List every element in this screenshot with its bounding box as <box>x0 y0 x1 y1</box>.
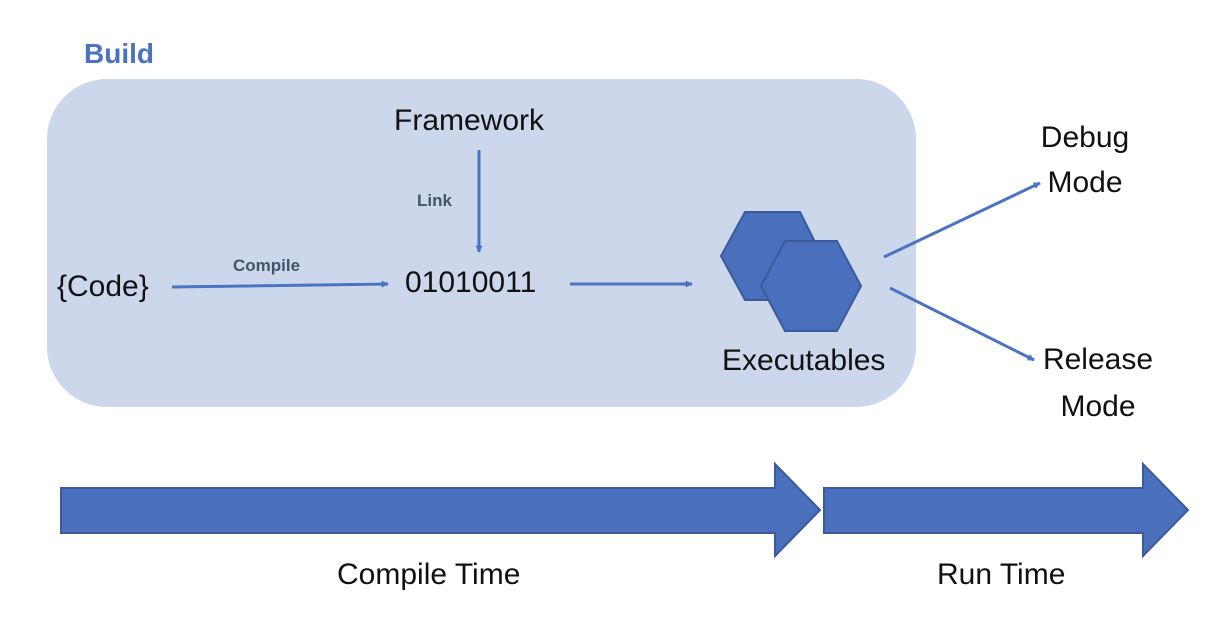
debug-mode-line1: Debug <box>1040 121 1130 154</box>
debug-arrow <box>883 181 1041 259</box>
framework-label: Framework <box>394 104 545 137</box>
build-box <box>47 79 916 407</box>
compile-label: Compile <box>233 256 301 275</box>
release-arrow <box>889 286 1035 362</box>
executables-label: Executables <box>722 344 886 377</box>
compile-time-arrow <box>60 461 822 559</box>
binary-label: 01010011 <box>405 266 537 299</box>
build-title: Build <box>84 38 154 69</box>
compile-time-label: Compile Time <box>337 558 521 591</box>
link-label: Link <box>417 191 452 210</box>
debug-mode-line2: Mode <box>1047 166 1123 199</box>
compile-arrow <box>171 280 389 289</box>
run-time-label: Run Time <box>937 558 1066 591</box>
executable-hexagon-front <box>759 240 863 332</box>
release-mode-line1: Release <box>1042 343 1154 376</box>
release-mode-line2: Mode <box>1060 390 1136 423</box>
run-time-arrow <box>823 461 1190 559</box>
code-label: {Code} <box>57 270 149 303</box>
